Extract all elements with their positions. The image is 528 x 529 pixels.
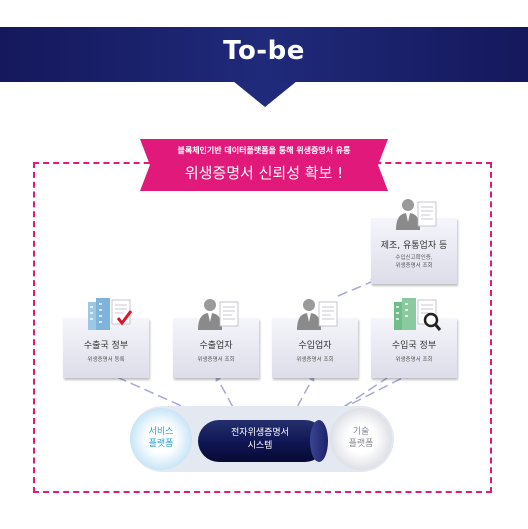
entity-description: 위생증명서 조회 (197, 357, 235, 363)
businessman-icon (198, 299, 239, 330)
building-icon (88, 298, 133, 330)
importer-card: 수입업자 위생증명서 조회 (272, 296, 358, 378)
building-magnifier-icon (394, 298, 442, 331)
callout-headline: 위생증명서 신뢰성 확보 ! (184, 164, 344, 182)
tech-platform-label: 기술 플랫폼 (330, 426, 392, 450)
import-government-card: 수입국 정부 위생증명서 조회 (371, 296, 457, 378)
tech-platform-line: 기술 (352, 427, 370, 437)
businessman-icon (396, 199, 437, 230)
ehc-system-label: 전자위생증명서 시스템 (198, 427, 322, 453)
service-platform-line: 플랫폼 (148, 439, 174, 449)
ehc-system-cylinder (198, 420, 326, 462)
page-title: To-be (223, 36, 305, 66)
entity-description: 위생증명서 등록 (87, 357, 125, 363)
entity-name: 수출업자 (199, 341, 233, 351)
entity-description: 위생증명서 조회 (395, 357, 433, 363)
exporter-card: 수출업자 위생증명서 조회 (173, 296, 259, 378)
manufacturer-distributor-card: 제조, 유통업자 등 수입신고확인증, 위생증명서 조회 (371, 196, 457, 286)
ehc-system-line: 전자위생증명서 (231, 428, 289, 438)
export-government-card: 수출국 정부 위생증명서 등록 (63, 296, 149, 378)
header-pointer (233, 81, 297, 107)
entity-name: 수출국 정부 (83, 341, 129, 351)
entity-description-line: 수입신고확인증, (395, 255, 433, 261)
entity-description: 수입신고확인증, 위생증명서 조회 (371, 254, 457, 270)
tech-platform-circle (330, 408, 392, 470)
ehc-system-line: 시스템 (247, 441, 273, 451)
entity-name: 수입업자 (298, 341, 332, 351)
service-platform-label: 서비스 플랫폼 (130, 426, 192, 450)
header-banner (0, 27, 528, 82)
callout-ribbon (140, 139, 388, 191)
entity-name: 수입국 정부 (391, 341, 437, 351)
service-platform-line: 서비스 (148, 427, 174, 437)
service-platform-circle (130, 408, 192, 470)
entity-description-line: 위생증명서 조회 (395, 263, 433, 269)
tech-platform-line: 플랫폼 (348, 439, 374, 449)
arrow-to-manufacturer (337, 279, 377, 297)
callout-subtitle: 블록체인기반 데이터플랫폼을 통해 위생증명서 유통 (177, 146, 351, 155)
cylinder-cap (310, 420, 328, 462)
entity-name: 제조, 유통업자 등 (380, 241, 448, 251)
entity-description: 위생증명서 조회 (296, 357, 334, 363)
businessman-icon (297, 299, 338, 330)
